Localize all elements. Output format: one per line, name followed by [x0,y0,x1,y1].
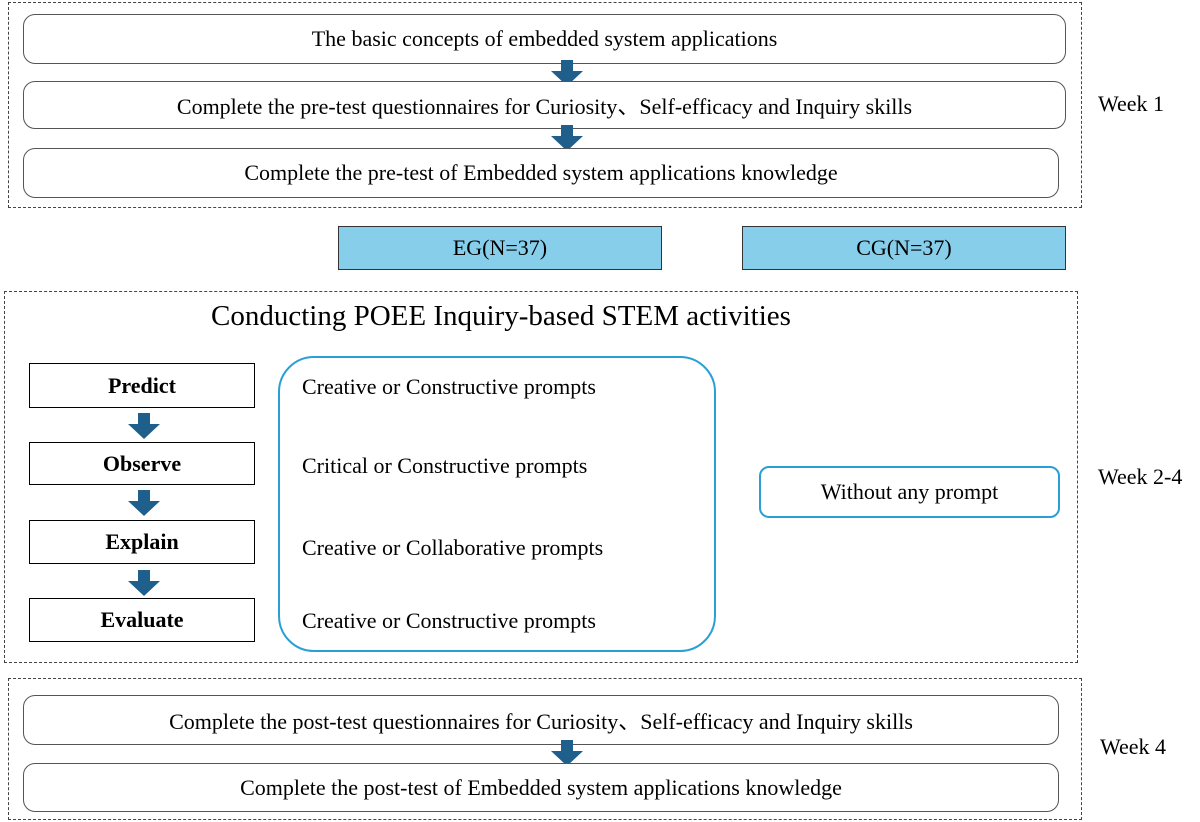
step-observe: Observe [29,442,255,485]
posttest-questionnaire-text: Complete the post-test questionnaires fo… [169,709,913,734]
step-explain: Explain [29,520,255,564]
cg-group-label: CG(N=37) [856,235,952,260]
week2-4-label: Week 2-4 [1098,464,1183,489]
down-arrow-icon [128,413,160,439]
activities-section [4,291,1078,663]
pretest-questionnaire-text: Complete the pre-test questionnaires for… [176,94,913,119]
prompt-observe: Critical or Constructive prompts [302,453,588,478]
cg-no-prompt-box: Without any prompt [759,466,1060,518]
cg-no-prompt-text: Without any prompt [820,479,999,504]
step-evaluate-label: Evaluate [100,607,184,632]
basic-concepts-text: The basic concepts of embedded system ap… [311,26,778,51]
eg-group-label: EG(N=37) [452,235,548,260]
week4-label: Week 4 [1100,734,1167,759]
basic-concepts-box: The basic concepts of embedded system ap… [23,14,1066,64]
down-arrow-icon [128,570,160,596]
prompt-explain: Creative or Collaborative prompts [302,535,604,560]
week1-section [8,2,1082,208]
step-predict: Predict [29,363,255,408]
step-observe-label: Observe [102,450,182,476]
posttest-questionnaire-box: Complete the post-test questionnaires fo… [23,695,1059,745]
step-predict-label: Predict [107,372,176,398]
pretest-questionnaire-box: Complete the pre-test questionnaires for… [23,81,1066,129]
week1-label: Week 1 [1098,91,1165,116]
posttest-knowledge-text: Complete the post-test of Embedded syste… [240,774,842,800]
eg-prompts-box [278,356,716,652]
activities-title: Conducting POEE Inquiry-based STEM activ… [211,300,791,332]
week4-section [8,678,1082,820]
cg-group-box: CG(N=37) [742,226,1066,270]
step-explain-label: Explain [105,529,179,554]
eg-group-box: EG(N=37) [338,226,662,270]
down-arrow-icon [128,490,160,516]
pretest-knowledge-box: Complete the pre-test of Embedded system… [23,148,1059,198]
prompt-predict: Creative or Constructive prompts [302,374,596,399]
posttest-knowledge-box: Complete the post-test of Embedded syste… [23,763,1059,812]
prompt-evaluate: Creative or Constructive prompts [302,608,596,633]
step-evaluate: Evaluate [29,598,255,642]
pretest-knowledge-text: Complete the pre-test of Embedded system… [244,160,838,185]
